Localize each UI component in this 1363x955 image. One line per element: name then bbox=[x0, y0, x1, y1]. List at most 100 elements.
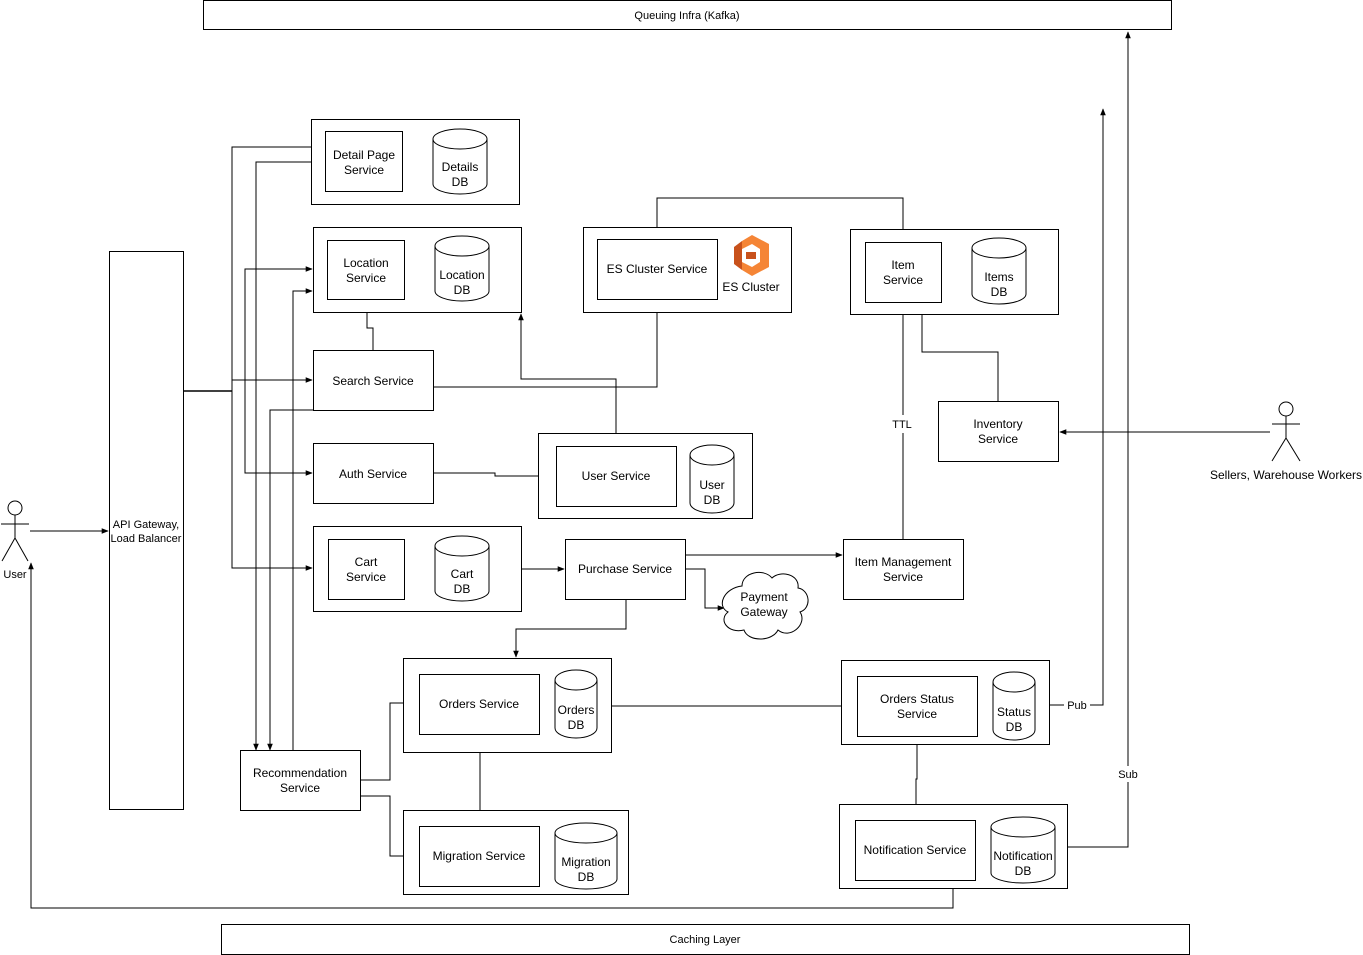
inventory-service-line2: Service bbox=[978, 432, 1018, 446]
payment-gateway[interactable]: Payment Gateway bbox=[721, 571, 809, 640]
migration-db-line2: DB bbox=[578, 870, 595, 884]
api-gateway-label-line2: Load Balancer bbox=[111, 533, 182, 545]
sellers-actor[interactable]: Sellers, Warehouse Workers bbox=[1210, 401, 1362, 482]
location-group: Location Service Location DB bbox=[313, 227, 522, 313]
item-service-line1: Item bbox=[891, 258, 914, 272]
ttl-label: TTL bbox=[892, 419, 912, 431]
queuing-infra-label: Queuing Infra (Kafka) bbox=[634, 10, 739, 22]
cart-service-line1: Cart bbox=[355, 555, 378, 569]
user-actor[interactable]: User bbox=[1, 500, 29, 581]
detail-page-service[interactable]: Detail Page Service bbox=[325, 131, 403, 192]
user-db-line1: User bbox=[699, 478, 724, 492]
item-management-line1: Item Management bbox=[855, 555, 952, 569]
orders-status-line2: Service bbox=[897, 707, 937, 721]
orders-service[interactable]: Orders Service bbox=[419, 674, 540, 735]
location-service-line2: Service bbox=[346, 271, 386, 285]
orders-db-line1: Orders bbox=[558, 703, 595, 717]
connectors bbox=[28, 31, 1270, 909]
status-db-icon[interactable]: Status DB bbox=[992, 671, 1036, 741]
details-db-line1: Details bbox=[442, 160, 479, 174]
inventory-service[interactable]: Inventory Service bbox=[938, 401, 1059, 462]
search-service[interactable]: Search Service bbox=[313, 350, 434, 411]
cart-db-icon[interactable]: Cart DB bbox=[434, 535, 490, 602]
user-db-icon[interactable]: User DB bbox=[689, 444, 735, 514]
item-service[interactable]: Item Service bbox=[865, 242, 942, 303]
items-db-line2: DB bbox=[991, 285, 1008, 299]
orders-status-service[interactable]: Orders Status Service bbox=[857, 676, 978, 737]
cart-db-line2: DB bbox=[454, 582, 471, 596]
user-db-line2: DB bbox=[704, 493, 721, 507]
details-db-line2: DB bbox=[452, 175, 469, 189]
detail-page-service-line1: Detail Page bbox=[333, 148, 395, 162]
items-db-icon[interactable]: Items DB bbox=[971, 237, 1027, 305]
api-gateway[interactable]: API Gateway, Load Balancer bbox=[109, 251, 184, 810]
user-label: User bbox=[3, 569, 27, 581]
migration-db-icon[interactable]: Migration DB bbox=[554, 822, 618, 890]
inventory-service-line1: Inventory bbox=[973, 417, 1022, 431]
payment-gateway-line2: Gateway bbox=[740, 605, 787, 619]
recommendation-line2: Service bbox=[280, 781, 320, 795]
sub-label: Sub bbox=[1118, 769, 1138, 781]
user-stick-figure-icon bbox=[1, 500, 29, 562]
orders-group: Orders Service Orders DB bbox=[403, 658, 612, 753]
item-management-service[interactable]: Item Management Service bbox=[843, 539, 964, 600]
recommendation-line1: Recommendation bbox=[253, 766, 347, 780]
es-cluster-service[interactable]: ES Cluster Service bbox=[597, 239, 718, 300]
items-db-line1: Items bbox=[984, 270, 1013, 284]
location-service-line1: Location bbox=[343, 256, 388, 270]
migration-db-line1: Migration bbox=[561, 855, 610, 869]
caching-layer-label: Caching Layer bbox=[670, 934, 741, 946]
status-db-line1: Status bbox=[997, 705, 1031, 719]
location-service[interactable]: Location Service bbox=[327, 240, 405, 300]
pub-label: Pub bbox=[1067, 700, 1087, 712]
purchase-service-label: Purchase Service bbox=[578, 562, 672, 576]
notification-service-label: Notification Service bbox=[864, 843, 967, 857]
orders-db-line2: DB bbox=[568, 718, 585, 732]
queuing-infra-bar[interactable]: Queuing Infra (Kafka) bbox=[203, 0, 1172, 30]
purchase-service[interactable]: Purchase Service bbox=[565, 539, 686, 600]
cart-service[interactable]: Cart Service bbox=[328, 539, 405, 600]
orders-status-group: Orders Status Service Status DB bbox=[841, 660, 1050, 745]
status-db-line2: DB bbox=[1006, 720, 1023, 734]
auth-service[interactable]: Auth Service bbox=[313, 443, 434, 504]
orders-service-label: Orders Service bbox=[439, 697, 519, 711]
cloud-icon bbox=[721, 571, 809, 640]
es-cluster-service-label: ES Cluster Service bbox=[607, 262, 708, 276]
notification-service[interactable]: Notification Service bbox=[855, 820, 976, 881]
user-service[interactable]: User Service bbox=[556, 446, 677, 507]
recommendation-service[interactable]: Recommendation Service bbox=[240, 750, 361, 811]
migration-service[interactable]: Migration Service bbox=[419, 826, 540, 887]
notification-db-icon[interactable]: Notification DB bbox=[990, 816, 1056, 884]
location-db-line1: Location bbox=[439, 268, 484, 282]
search-service-label: Search Service bbox=[332, 374, 414, 388]
detail-page-service-line2: Service bbox=[344, 163, 384, 177]
notification-group: Notification Service Notification DB bbox=[839, 804, 1068, 889]
es-cluster-group: ES Cluster Service ES Cluster bbox=[583, 227, 792, 313]
user-service-label: User Service bbox=[582, 469, 651, 483]
location-db-line2: DB bbox=[454, 283, 471, 297]
cart-db-line1: Cart bbox=[451, 567, 474, 581]
item-management-line2: Service bbox=[883, 570, 923, 584]
item-group: Item Service Items DB bbox=[850, 229, 1059, 315]
es-cluster-label: ES Cluster bbox=[722, 280, 779, 294]
aws-elasticsearch-icon bbox=[734, 235, 769, 276]
orders-db-icon[interactable]: Orders DB bbox=[554, 669, 598, 739]
details-db-icon[interactable]: Details DB bbox=[432, 128, 488, 195]
sellers-label: Sellers, Warehouse Workers bbox=[1210, 468, 1362, 482]
api-gateway-label-line1: API Gateway, bbox=[113, 519, 179, 531]
payment-gateway-line1: Payment bbox=[740, 590, 788, 604]
notification-db-line1: Notification bbox=[993, 849, 1052, 863]
detail-page-group: Detail Page Service Details DB bbox=[311, 119, 520, 205]
caching-layer-bar[interactable]: Caching Layer bbox=[221, 924, 1190, 955]
item-service-line2: Service bbox=[883, 273, 923, 287]
sellers-stick-figure-icon bbox=[1271, 401, 1301, 462]
location-db-icon[interactable]: Location DB bbox=[434, 235, 490, 302]
orders-status-line1: Orders Status bbox=[880, 692, 954, 706]
cart-service-line2: Service bbox=[346, 570, 386, 584]
user-service-group: User Service User DB bbox=[538, 433, 753, 519]
cart-group: Cart Service Cart DB bbox=[313, 526, 522, 612]
migration-group: Migration Service Migration DB bbox=[403, 810, 629, 895]
notification-db-line2: DB bbox=[1015, 864, 1032, 878]
auth-service-label: Auth Service bbox=[339, 467, 407, 481]
